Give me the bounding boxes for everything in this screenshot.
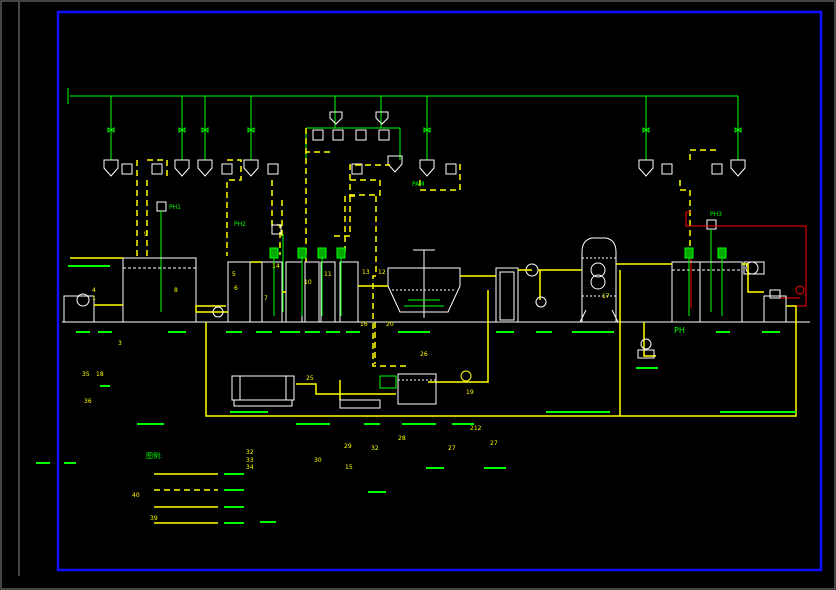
- label-ph1: PH1: [169, 204, 181, 211]
- number-32b: 32: [246, 449, 254, 456]
- number-27: 27: [448, 445, 456, 452]
- unit-captions: [36, 265, 796, 523]
- control-lines: [156, 201, 717, 312]
- number-40: 40: [132, 492, 140, 499]
- number-5: 5: [232, 271, 236, 278]
- number-20: 20: [386, 321, 394, 328]
- ph-control-red: [685, 211, 807, 308]
- number-7: 7: [264, 295, 268, 302]
- number-17: 17: [602, 293, 610, 300]
- pumps: [76, 262, 805, 318]
- number-32: 32: [371, 445, 379, 452]
- number-6: 6: [234, 285, 238, 292]
- number-10: 10: [304, 279, 312, 286]
- diagram-labels: PH1 PH2 PH3 PAM PH: [169, 181, 722, 335]
- number-25: 25: [306, 375, 314, 382]
- process-units: [63, 237, 787, 323]
- main-piping: [70, 257, 797, 417]
- number-16: 16: [360, 321, 368, 328]
- pam-dosing-cluster: [305, 111, 403, 175]
- number-39: 39: [150, 515, 158, 522]
- number-1: 1: [92, 295, 96, 302]
- number-27b: 27: [490, 440, 498, 447]
- legend: 图例:: [146, 451, 244, 524]
- number-19: 19: [466, 389, 474, 396]
- dosing-header: [67, 88, 742, 160]
- number-29: 29: [344, 443, 352, 450]
- sludge-treatment: [231, 338, 655, 409]
- diagram-numbers: 1 3 4 5 6 7 8 9 10 11 12 13 14 15 16 17 …: [82, 231, 610, 522]
- legend-title: 图例:: [146, 451, 162, 460]
- number-3: 3: [118, 340, 122, 347]
- drawing-frame: [56, 10, 823, 572]
- label-ph-tank: PH: [674, 326, 685, 335]
- label-pam: PAM: [412, 181, 425, 188]
- number-212: 212: [470, 425, 482, 432]
- number-9: 9: [144, 231, 148, 238]
- number-8: 8: [174, 287, 178, 294]
- number-18: 18: [96, 371, 104, 378]
- label-ph2: PH2: [234, 221, 246, 228]
- number-28: 28: [398, 435, 406, 442]
- number-26: 26: [420, 351, 428, 358]
- number-11: 11: [324, 271, 332, 278]
- agitators: [269, 247, 759, 316]
- number-14: 14: [272, 263, 280, 270]
- number-35: 35: [82, 371, 90, 378]
- number-36: 36: [84, 398, 92, 405]
- label-ph3: PH3: [710, 211, 722, 218]
- number-33: 33: [246, 457, 254, 464]
- dosing-tanks: [103, 159, 746, 177]
- number-13: 13: [362, 269, 370, 276]
- number-12: 12: [378, 269, 386, 276]
- number-34: 34: [246, 464, 254, 471]
- dosing-dashed-lines: [136, 128, 720, 367]
- number-30: 30: [314, 457, 322, 464]
- number-4: 4: [92, 287, 96, 294]
- number-15: 15: [345, 464, 353, 471]
